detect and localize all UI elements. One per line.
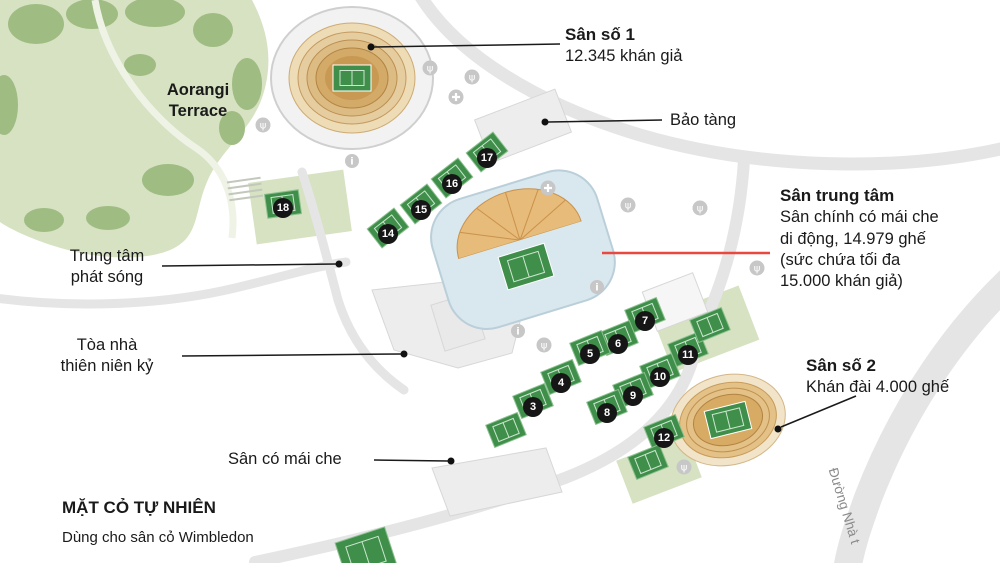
leader-lines <box>161 43 857 465</box>
tree-icon: ψ <box>422 60 438 76</box>
tree-icon: ψ <box>676 459 692 475</box>
centre-court-label: Sân trung tâm Sân chính có mái che di độ… <box>780 185 939 293</box>
court-badge: 10 <box>650 367 670 387</box>
museum-label: Bảo tàng <box>670 111 737 129</box>
court-badge: 7 <box>635 311 655 331</box>
svg-text:ψ: ψ <box>469 73 476 84</box>
tree-clusters <box>0 0 262 232</box>
svg-text:ψ: ψ <box>260 121 267 132</box>
svg-text:ψ: ψ <box>427 64 434 75</box>
court2-label: Sân số 2 Khán đài 4.000 ghế <box>806 355 949 399</box>
legend-subtitle: Dùng cho sân cỏ Wimbledon <box>62 529 254 546</box>
centre-court-title: Sân trung tâm <box>780 186 895 205</box>
centre-court-line4: 15.000 khán giả) <box>780 272 903 291</box>
court-badge: 4 <box>551 373 571 393</box>
svg-text:ψ: ψ <box>697 204 704 215</box>
plus-icon <box>448 89 464 105</box>
court-badge: 3 <box>523 397 543 417</box>
court-badge: 17 <box>477 148 497 168</box>
svg-text:ψ: ψ <box>541 341 548 352</box>
court2-stadium <box>670 373 786 467</box>
aorangi-terrace-label: Aorangi Terrace <box>150 80 246 123</box>
legend-grass-swatch <box>334 526 398 563</box>
broadcast-line2: phát sóng <box>70 268 144 287</box>
millennium-line2: thiên niên kỷ <box>60 357 154 376</box>
svg-text:i: i <box>595 283 598 294</box>
park-area <box>0 0 269 258</box>
centre-court-line1: Sân chính có mái che <box>780 208 939 227</box>
millennium-building-label: Tòa nhà thiên niên kỷ <box>36 335 178 378</box>
aorangi-line1: Aorangi <box>166 81 230 99</box>
tree-icon: ψ <box>464 69 480 85</box>
svg-text:ψ: ψ <box>754 264 761 275</box>
legend-title: MẶT CỎ TỰ NHIÊN <box>62 498 216 517</box>
court-badge: 8 <box>597 403 617 423</box>
svg-text:i: i <box>350 157 353 168</box>
broadcast-line1: Trung tâm <box>69 247 145 265</box>
court-badge: 14 <box>378 224 398 244</box>
aorangi-line2: Terrace <box>168 102 228 121</box>
court-badge: 18 <box>273 198 293 218</box>
tree-icon: ψ <box>620 197 636 213</box>
svg-text:i: i <box>516 327 519 338</box>
broadcast-centre-label: Trung tâm phát sóng <box>52 246 162 289</box>
court2-title: Sân số 2 <box>806 356 876 375</box>
court1-stadium <box>270 6 434 150</box>
court1-subtitle: 12.345 khán giả <box>565 47 683 66</box>
covered-courts-building <box>431 447 563 517</box>
terrace-steps <box>226 176 264 202</box>
info-icon: i <box>590 280 604 294</box>
court-badge: 9 <box>623 386 643 406</box>
tree-icon: ψ <box>536 337 552 353</box>
info-icon: i <box>345 154 359 168</box>
court-badge: 12 <box>654 428 674 448</box>
svg-text:ψ: ψ <box>681 463 688 474</box>
map-icons: ψ ψ ψ ψ ψ ψ ψ ψ i i i <box>255 60 765 475</box>
tree-icon: ψ <box>255 117 271 133</box>
millennium-line1: Tòa nhà <box>76 336 138 354</box>
court-badge: 11 <box>678 345 698 365</box>
info-icon: i <box>511 324 525 338</box>
court-badge: 6 <box>608 334 628 354</box>
covered-courts-label: Sân có mái che <box>228 450 342 468</box>
court-badge: 16 <box>442 174 462 194</box>
tree-icon: ψ <box>749 260 765 276</box>
centre-court-line2: di động, 14.979 ghế <box>780 229 926 248</box>
centre-court-line3: (sức chứa tối đa <box>780 250 901 269</box>
court1-label: Sân số 1 12.345 khán giả <box>565 24 682 68</box>
court2-subtitle: Khán đài 4.000 ghế <box>806 378 950 397</box>
court1-title: Sân số 1 <box>565 25 635 44</box>
court-badge: 5 <box>580 344 600 364</box>
svg-text:ψ: ψ <box>625 201 632 212</box>
plus-icon <box>540 180 556 196</box>
tree-icon: ψ <box>692 200 708 216</box>
court-badge: 15 <box>411 200 431 220</box>
centre-court-stadium <box>430 169 616 330</box>
